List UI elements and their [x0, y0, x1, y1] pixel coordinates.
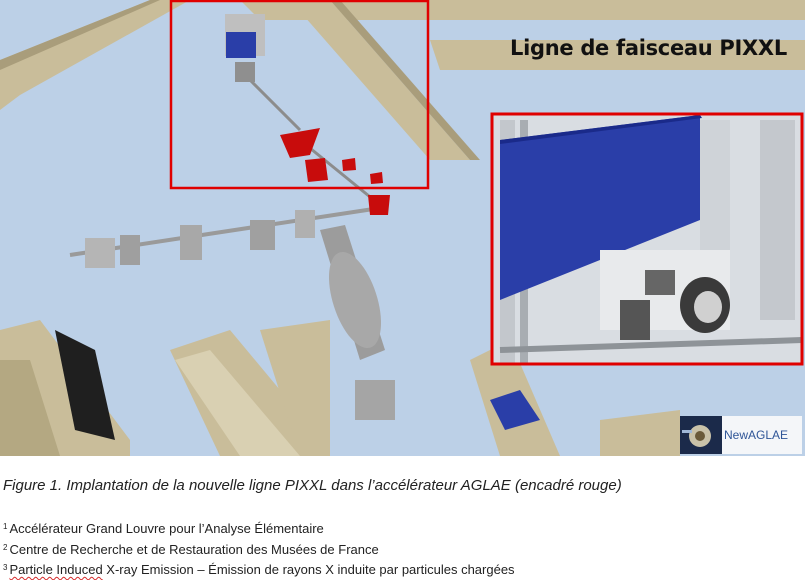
figure-title: Ligne de faisceau PIXXL	[510, 36, 787, 60]
magnet	[280, 128, 320, 158]
wall-top	[240, 0, 805, 20]
footnote-text: X-ray Emission – Émission de rayons X in…	[102, 562, 515, 577]
footnote-spellcheck-text: Particle Induced	[9, 562, 103, 577]
black-panel	[55, 330, 115, 440]
detector-panel-large	[500, 115, 700, 300]
newaglae-logo: NewAGLAE	[680, 416, 802, 454]
footnote-marker: 2	[3, 542, 8, 552]
figure-caption: Figure 1. Implantation de la nouvelle li…	[3, 477, 622, 494]
footnote-marker: 3	[3, 563, 8, 572]
footnote-marker: 1	[3, 522, 8, 531]
inset-zoom	[490, 112, 804, 366]
footnote-text: Centre de Recherche et de Restauration d…	[9, 541, 379, 557]
detector-panel-small	[226, 32, 256, 58]
beamline-figure: Ligne de faisceau PIXXL NewAGLAE	[0, 0, 805, 456]
highlight-box-inset	[490, 112, 804, 366]
highlight-box-main	[169, 0, 430, 190]
logo-text: NewAGLAE	[724, 428, 789, 442]
footnote-text: Accélérateur Grand Louvre pour l’Analyse…	[9, 521, 324, 536]
beamline-render	[0, 0, 805, 456]
logo-emblem-icon	[680, 416, 722, 454]
wall-diagonal	[290, 0, 470, 160]
